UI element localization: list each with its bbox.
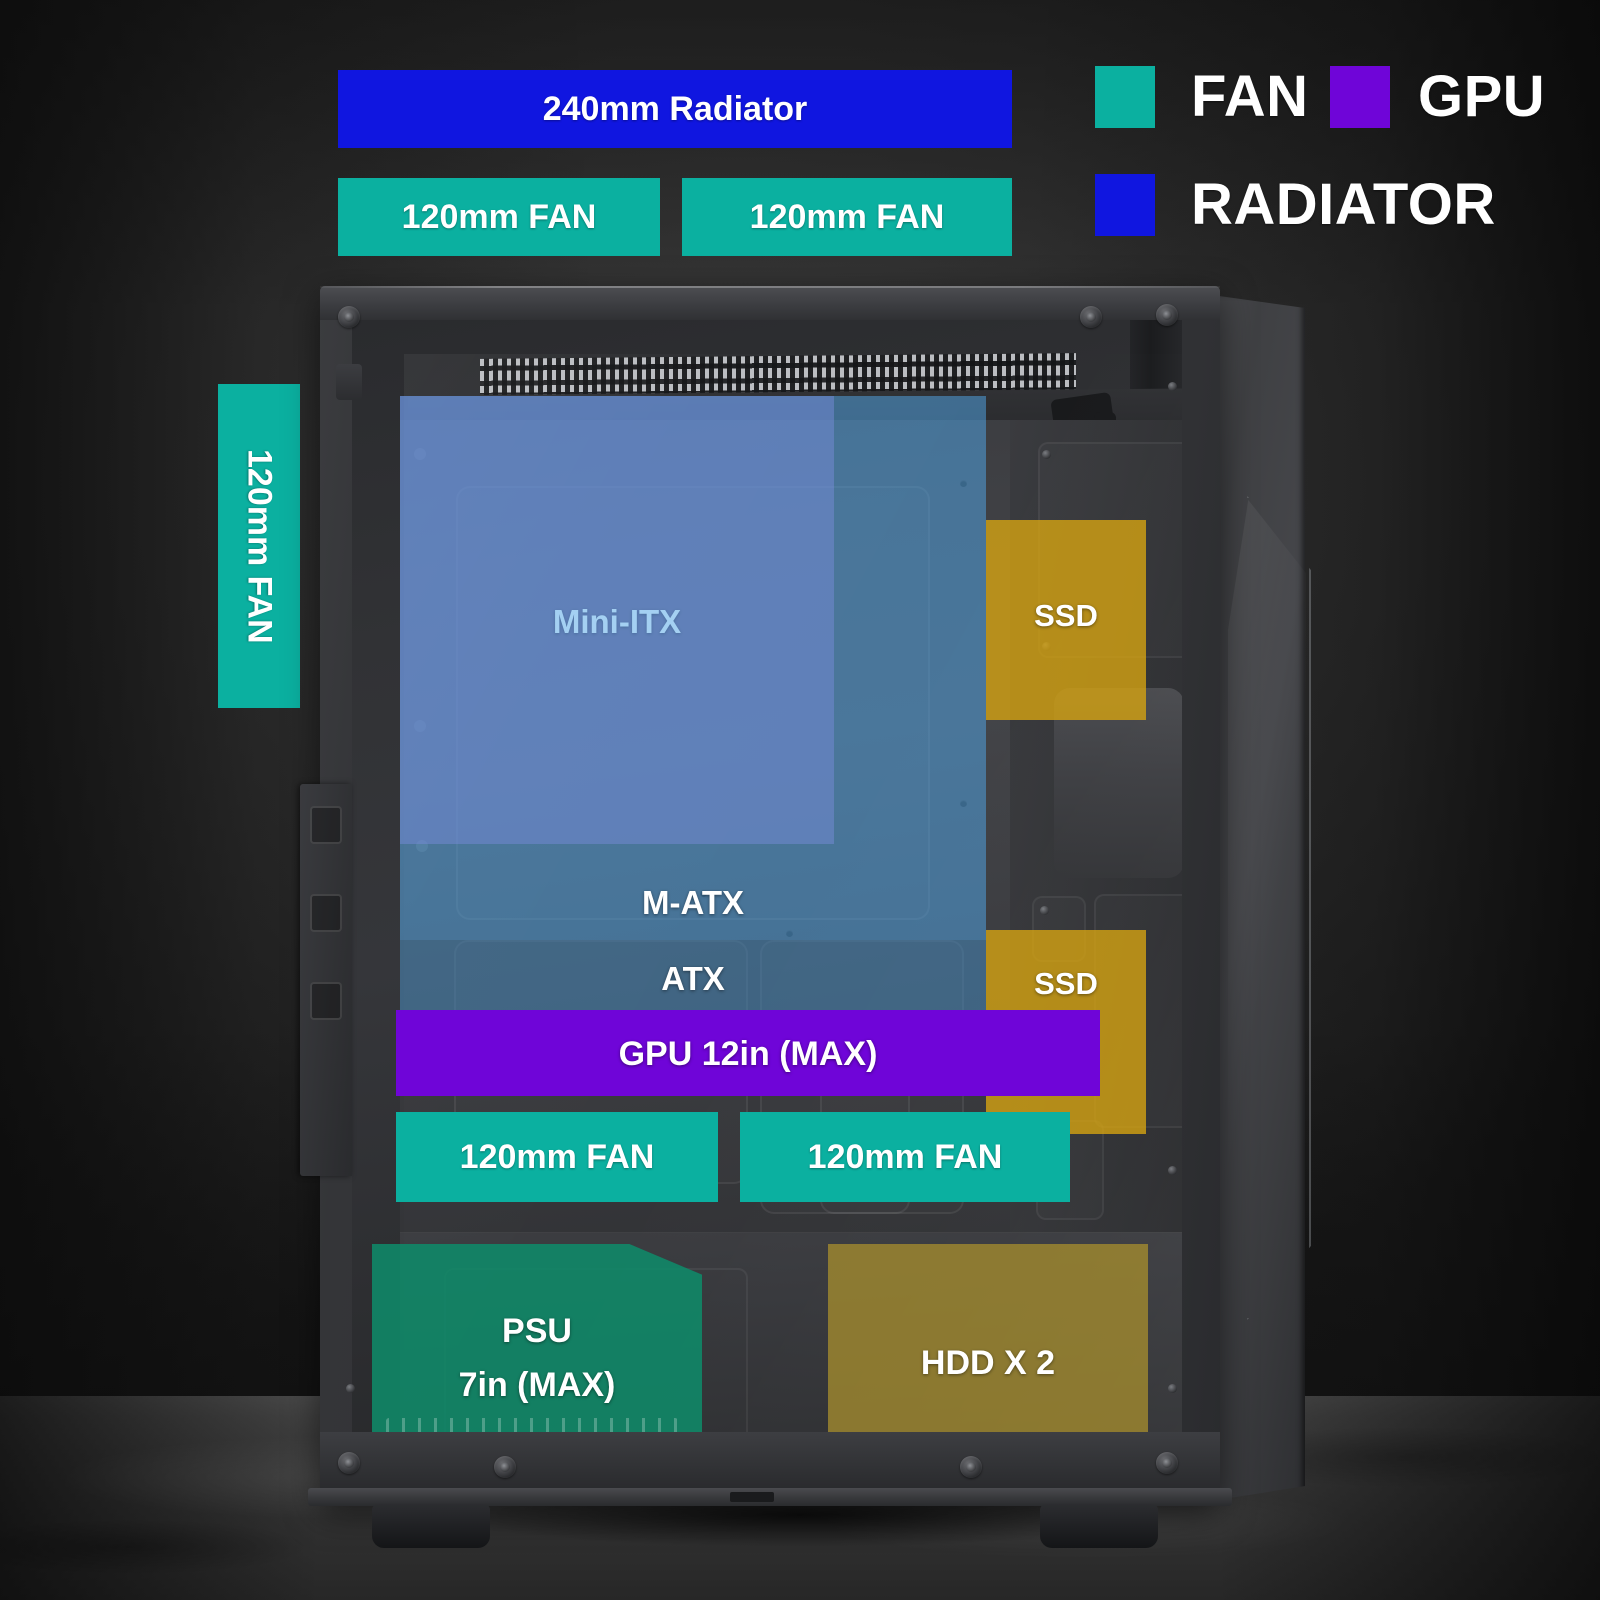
io-bracket <box>300 784 352 1176</box>
io-slot-1 <box>310 806 342 844</box>
callout-bottom-fan-right: 120mm FAN <box>740 1112 1070 1202</box>
overlay-ssd-top-label: SSD <box>1034 598 1098 633</box>
callout-top-fan-left-label: 120mm FAN <box>401 197 597 236</box>
callout-bottom-fan-left: 120mm FAN <box>396 1112 718 1202</box>
legend-swatch-gpu <box>1330 66 1390 128</box>
case-screw-small-bottom-right <box>1168 1384 1177 1393</box>
overlay-m-atx-label: M-ATX <box>641 884 745 921</box>
callout-top-fan-right: 120mm FAN <box>682 178 1012 256</box>
callout-side-fan-label: 120mm FAN <box>240 448 279 644</box>
legend-swatch-fan <box>1095 66 1155 128</box>
overlay-atx: ATX <box>400 940 986 1016</box>
io-slot-2 <box>310 894 342 932</box>
overlay-ssd-bottom-label: SSD <box>1034 966 1098 1001</box>
overlay-hdd-label: HDD X 2 <box>920 1344 1056 1382</box>
cage-screw-1 <box>1042 450 1051 459</box>
case-screw-bottom-left <box>338 1452 360 1474</box>
case-screw-small-bottom-left <box>346 1384 355 1393</box>
overlay-atx-label: ATX <box>661 960 725 997</box>
case-foot-left <box>372 1504 490 1548</box>
case-top-frame <box>320 286 1220 320</box>
callout-top-fan-left: 120mm FAN <box>338 178 660 256</box>
callout-bottom-fan-left-label: 120mm FAN <box>459 1137 655 1176</box>
cage-screw-5 <box>1040 906 1049 915</box>
overlay-gpu-label: GPU 12in (MAX) <box>618 1035 878 1073</box>
legend-item-radiator: RADIATOR <box>1095 174 1496 236</box>
top-vent-strip-shading <box>480 353 1076 395</box>
case-right-side-panel <box>1205 294 1305 1502</box>
overlay-ssd-top: SSD <box>986 520 1146 720</box>
callout-side-fan: 120mm FAN <box>218 384 300 708</box>
legend-label-gpu: GPU <box>1418 64 1546 129</box>
case-screw-top-far-right <box>1156 304 1178 326</box>
legend-label-fan: FAN <box>1191 64 1309 129</box>
case-screw-small-right <box>1168 1166 1177 1175</box>
overlay-psu-label-line2: 7in (MAX) <box>458 1366 616 1404</box>
legend-swatch-radiator <box>1095 174 1155 236</box>
case-foot-right <box>1040 1504 1158 1548</box>
case-screw-bottom-mid-left <box>494 1456 516 1478</box>
callout-240mm-radiator-label: 240mm Radiator <box>542 89 808 128</box>
overlay-psu-label-line1: PSU <box>502 1312 572 1350</box>
pc-case: Mini-ITX M-ATX ATX SSD SSD GPU 12in (MAX… <box>300 286 1311 1548</box>
callout-bottom-fan-right-label: 120mm FAN <box>807 1137 1003 1176</box>
legend-item-fan: FAN <box>1095 66 1309 128</box>
case-screw-bottom-right <box>1156 1452 1178 1474</box>
case-screw-top-left <box>338 306 360 328</box>
side-panel-chevron-highlight <box>1228 500 1306 1312</box>
case-screw-small-top-right <box>1168 382 1177 391</box>
callout-240mm-radiator: 240mm Radiator <box>338 70 1012 148</box>
overlay-gpu: GPU 12in (MAX) <box>396 1010 1100 1096</box>
overlay-m-atx: M-ATX <box>400 396 986 940</box>
case-screw-top-right <box>1080 306 1102 328</box>
legend-item-gpu: GPU <box>1330 66 1545 128</box>
callout-top-fan-right-label: 120mm FAN <box>749 197 945 236</box>
case-screw-bottom-mid-right <box>960 1456 982 1478</box>
io-slot-3 <box>310 982 342 1020</box>
legend-label-radiator: RADIATOR <box>1191 172 1496 237</box>
base-center-tab <box>730 1492 774 1502</box>
front-panel-button[interactable] <box>336 364 362 400</box>
